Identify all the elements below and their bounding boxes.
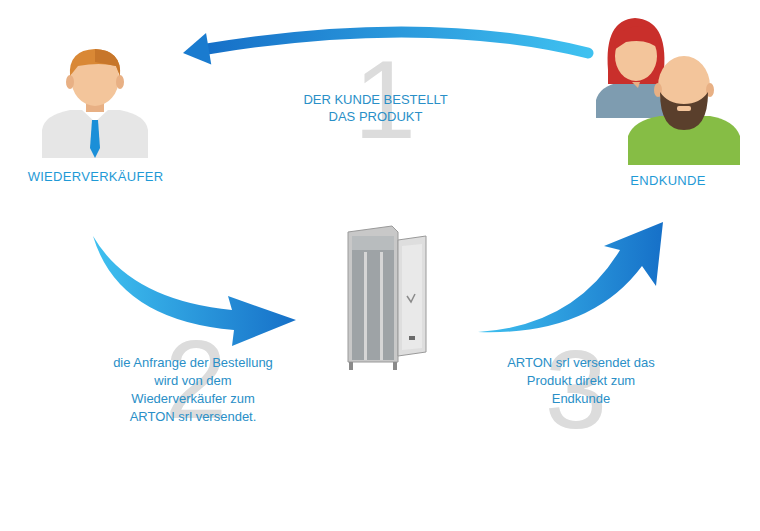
locker bbox=[348, 226, 426, 370]
step-text: die Anfrange der Bestellung wird von dem… bbox=[108, 354, 278, 426]
reseller-icon bbox=[42, 49, 148, 158]
actor-node: ENDKUNDE bbox=[588, 15, 748, 193]
edge-label: DER KUNDE BESTELLT DAS PRODUKT bbox=[296, 91, 456, 125]
step-number: 3 bbox=[536, 334, 616, 446]
customer-icons bbox=[596, 18, 740, 165]
actor-node: WIEDERVERKÄUFER bbox=[8, 45, 183, 189]
step-text: ARTON srl versendet das Produkt direkt z… bbox=[506, 354, 656, 408]
actor-label: WIEDERVERKÄUFER bbox=[8, 169, 183, 185]
actor-label: ENDKUNDE bbox=[588, 173, 748, 189]
flow-arrow bbox=[478, 222, 663, 332]
